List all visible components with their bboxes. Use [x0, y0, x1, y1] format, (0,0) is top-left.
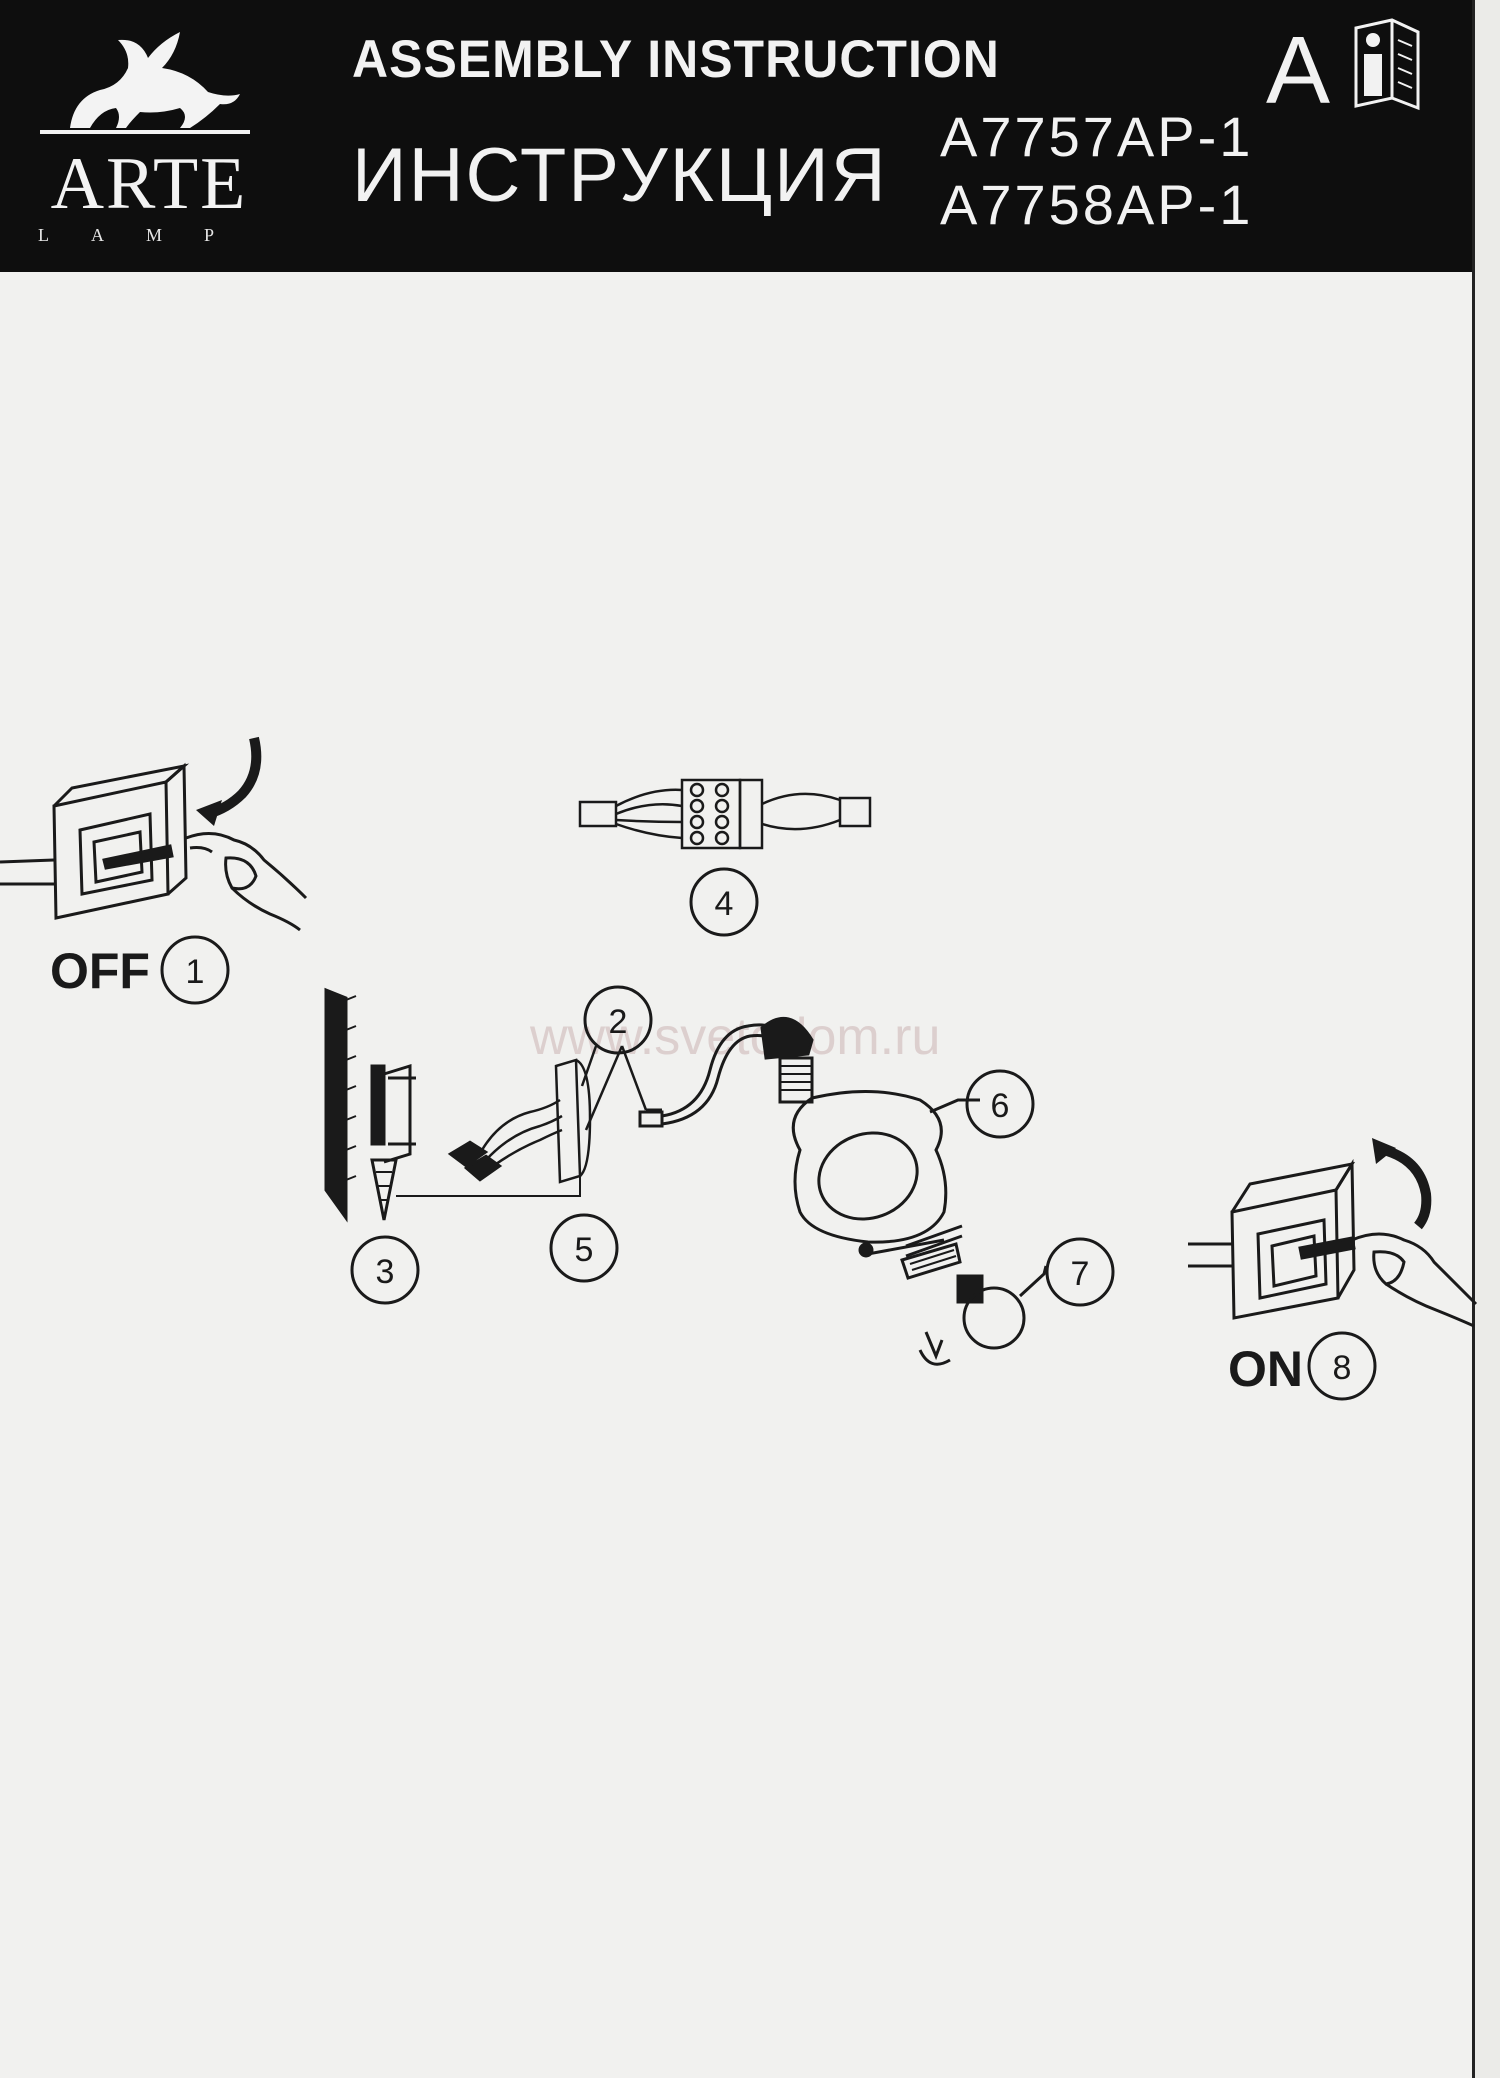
- model-number-2: A7758AP-1: [940, 173, 1254, 236]
- step-1-number: 1: [186, 953, 205, 991]
- step-6-circle: [965, 1069, 1035, 1139]
- screw-icon: [370, 1158, 581, 1221]
- wall-bracket-icon: [324, 987, 416, 1223]
- hand-icon: [1351, 1232, 1478, 1328]
- terminal-block-icon: [578, 778, 872, 850]
- step-2-number: 2: [609, 1003, 628, 1041]
- title-russian: ИНСТРУКЦИЯ: [352, 133, 888, 218]
- light-switch-icon: [0, 762, 190, 920]
- step-2-circle: [583, 985, 653, 1055]
- step-6-number: 6: [991, 1087, 1010, 1125]
- curved-arrow-icon: [1372, 1138, 1432, 1230]
- manual-info-icon: [1354, 18, 1420, 111]
- step-4-number: 4: [715, 885, 734, 923]
- griffin-logo-icon: [40, 32, 250, 134]
- step-5-circle: [549, 1213, 619, 1283]
- on-label: ON: [1228, 1341, 1303, 1397]
- curved-arrow-icon: [196, 736, 262, 826]
- step-7-circle: [1045, 1237, 1115, 1307]
- off-label: OFF: [50, 943, 150, 999]
- lamp-arm-icon: [638, 1017, 814, 1128]
- step-1-circle: [160, 935, 230, 1005]
- brand-subname: LAMP: [38, 225, 257, 245]
- header-banner: ARTE LAMP ASSEMBLY INSTRUCTION ИНСТРУКЦИ…: [0, 0, 1472, 272]
- watermark-text: www.svetodom.ru: [529, 1008, 940, 1066]
- light-bulb-icon: [900, 1242, 1048, 1366]
- step-5-number: 5: [575, 1231, 594, 1269]
- light-switch-icon: [1188, 1158, 1356, 1320]
- model-number-1: A7757AP-1: [940, 105, 1254, 168]
- language-letter: A: [1266, 17, 1331, 124]
- step-2-leaders: [580, 1045, 648, 1131]
- title-english: ASSEMBLY INSTRUCTION: [352, 29, 1000, 89]
- hand-icon: [185, 832, 308, 932]
- brand-name: ARTE: [50, 143, 248, 225]
- step-7-number: 7: [1071, 1255, 1090, 1293]
- step-3-number: 3: [376, 1253, 395, 1291]
- wire-connector-icon: [447, 1058, 592, 1184]
- step-8-circle: [1307, 1331, 1377, 1401]
- glass-shade-icon: [791, 1089, 980, 1258]
- step-4-circle: [689, 867, 759, 937]
- step-3-circle: [350, 1235, 420, 1305]
- step-8-number: 8: [1333, 1349, 1352, 1387]
- switch-on-group: ON 8: [1188, 1138, 1478, 1401]
- switch-off-group: OFF 1: [0, 736, 308, 1005]
